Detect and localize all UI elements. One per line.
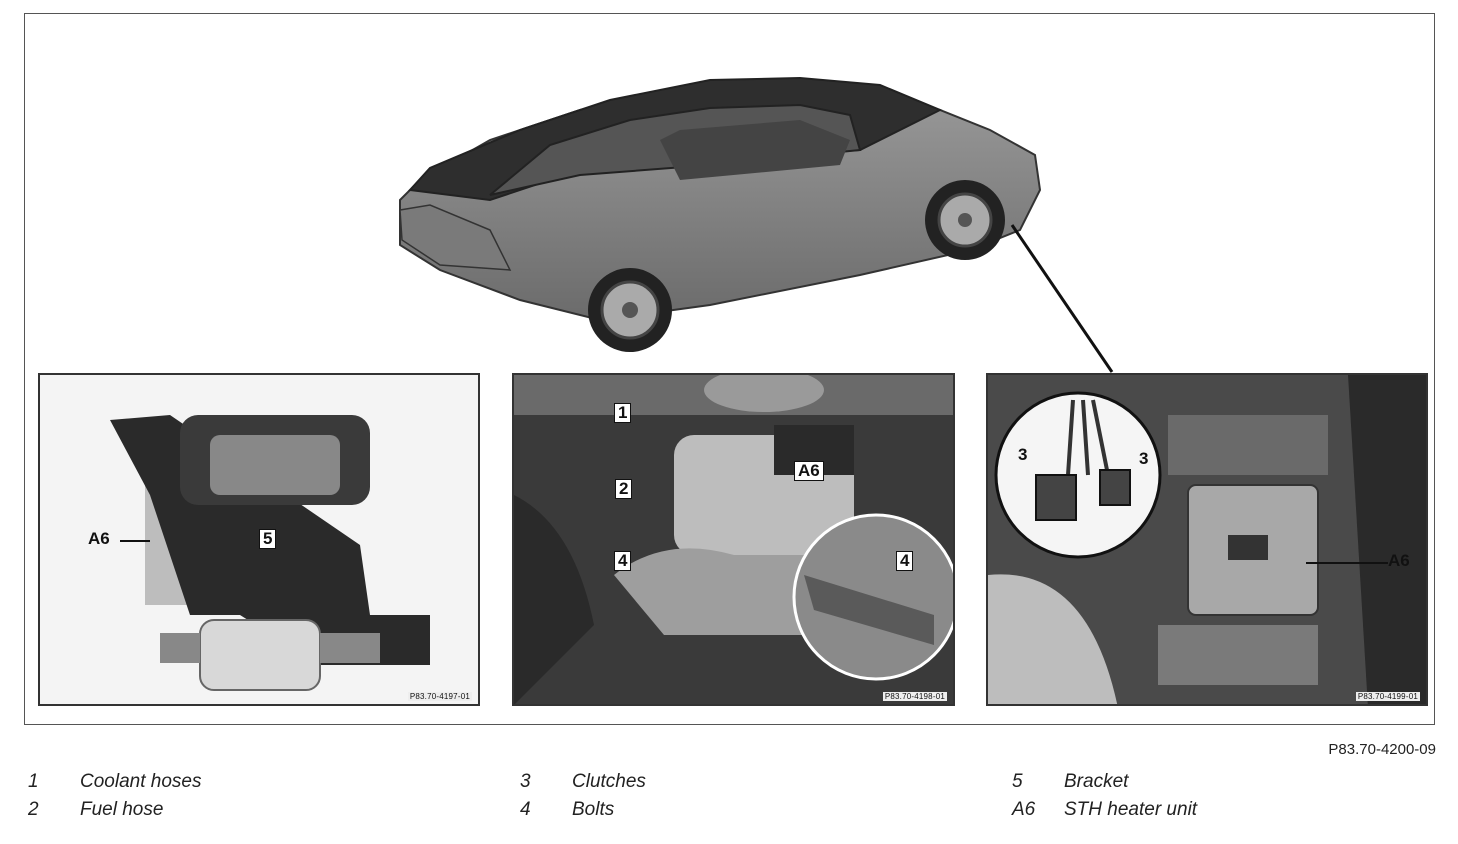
callout-a6-leader	[120, 540, 150, 542]
callout-3-left: 3	[1018, 445, 1028, 464]
callout-a6: A6	[794, 461, 824, 481]
panel-code: P83.70-4197-01	[407, 692, 472, 701]
detail-panel-bracket: A6 5 P83.70-4197-01	[38, 373, 480, 706]
callout-4: 4	[614, 551, 632, 571]
panel-code: P83.70-4199-01	[1355, 692, 1420, 701]
callout-5: 5	[259, 529, 277, 549]
callout-1: 1	[614, 403, 632, 423]
detail-panel-hoses: 1 2 A6 4 4 P83.70-4198-01	[512, 373, 955, 706]
figure-reference: P83.70-4200-09	[1328, 741, 1436, 758]
panel-code: P83.70-4198-01	[882, 692, 947, 701]
detail-panel-heater: 3 3 A6 P83.70-4199-01	[986, 373, 1428, 706]
callout-4-detail: 4	[896, 551, 914, 571]
callout-3-right: 3	[1139, 449, 1149, 468]
car-illustration	[399, 76, 1042, 352]
leader-line	[1010, 224, 1114, 373]
callout-2: 2	[615, 479, 633, 499]
callout-a6-leader	[1306, 562, 1388, 564]
callout-a6: A6	[1388, 551, 1410, 570]
callout-a6: A6	[88, 529, 110, 548]
